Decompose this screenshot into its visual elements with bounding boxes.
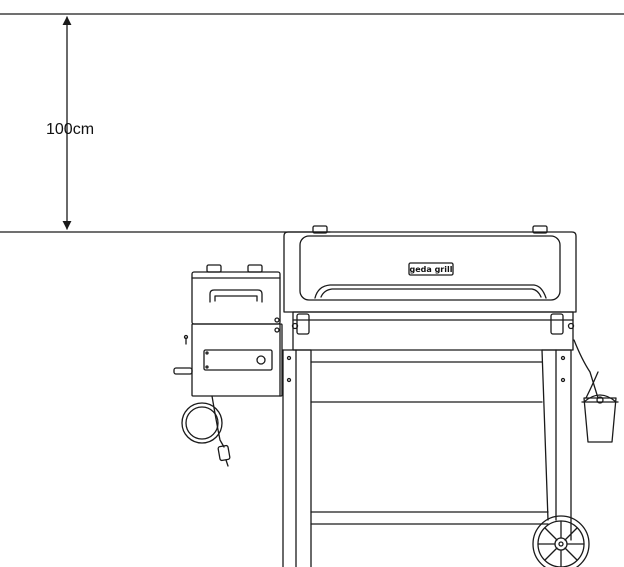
grease-bucket bbox=[573, 339, 619, 443]
power-cord bbox=[181, 395, 231, 467]
wheel bbox=[532, 515, 590, 567]
grill-frame bbox=[282, 349, 572, 567]
dimension-label: 100cm bbox=[46, 121, 94, 138]
grill-lid bbox=[283, 225, 577, 313]
pellet-hopper bbox=[173, 264, 283, 397]
grill-barrel bbox=[291, 311, 575, 351]
brand-plate bbox=[408, 262, 454, 276]
brand-label: geda grill bbox=[410, 265, 453, 274]
